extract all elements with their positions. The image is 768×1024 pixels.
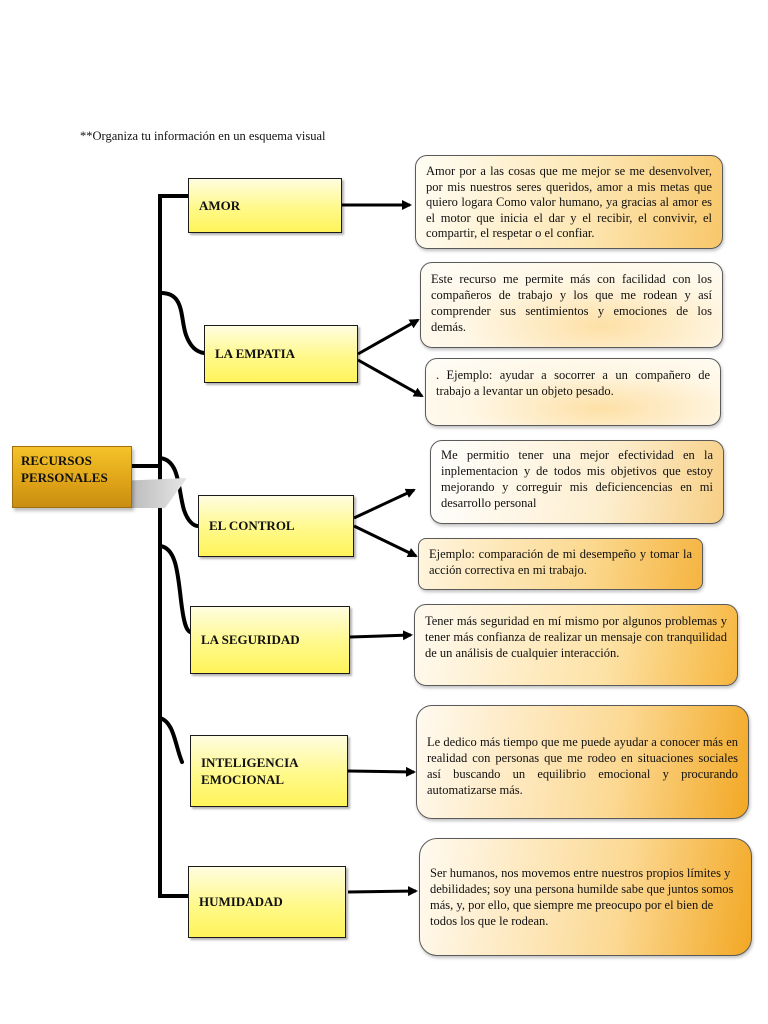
node-label: EL CONTROL — [209, 518, 295, 533]
node-label: LA EMPATIA — [215, 346, 296, 361]
node-label: HUMIDADAD — [199, 894, 283, 909]
arrow-empatia-2 — [357, 358, 424, 398]
node-inteligencia-emocional: INTELIGENCIA EMOCIONAL — [190, 735, 348, 807]
arrow-seguridad — [349, 630, 413, 641]
branch-seguridad — [158, 544, 192, 634]
desc-inteligencia: Le dedico más tiempo que me puede ayudar… — [416, 705, 749, 819]
node-la-empatia: LA EMPATIA — [204, 325, 358, 383]
arrow-inteligencia — [347, 766, 416, 777]
node-label-line1: INTELIGENCIA — [201, 755, 299, 770]
branch-control — [158, 456, 200, 528]
arrow-control-2 — [353, 524, 418, 558]
branch-inteligencia — [158, 716, 184, 764]
desc-humidadad: Ser humanos, nos movemos entre nuestros … — [419, 838, 752, 956]
desc-control-2: Ejemplo: comparación de mi desempeño y t… — [418, 538, 703, 590]
root-label-line1: RECURSOS — [21, 453, 92, 468]
node-label-line2: EMOCIONAL — [201, 772, 285, 787]
node-la-seguridad: LA SEGURIDAD — [190, 606, 350, 674]
desc-empatia-2: . Ejemplo: ayudar a socorrer a un compañ… — [425, 358, 721, 426]
root-node-recursos-personales: RECURSOS PERSONALES — [12, 446, 132, 508]
desc-control-1: Me permitio tener una mejor efectividad … — [430, 440, 724, 524]
desc-amor: Amor por a las cosas que me mejor se me … — [415, 155, 723, 249]
arrow-control-1 — [353, 488, 416, 520]
node-label: AMOR — [199, 197, 241, 213]
arrow-empatia-1 — [357, 318, 420, 356]
node-amor: AMOR — [188, 178, 342, 233]
instruction-text: **Organiza tu información en un esquema … — [80, 129, 326, 143]
node-label: LA SEGURIDAD — [201, 632, 300, 647]
desc-seguridad: Tener más seguridad en mí mismo por algu… — [414, 604, 738, 686]
node-el-control: EL CONTROL — [198, 495, 354, 557]
desc-empatia-1: Este recurso me permite más con facilida… — [420, 262, 723, 348]
root-label-line2: PERSONALES — [21, 470, 108, 485]
branch-empatia — [158, 290, 206, 355]
arrow-humidadad — [347, 886, 418, 897]
node-humidadad: HUMIDADAD — [188, 866, 346, 938]
